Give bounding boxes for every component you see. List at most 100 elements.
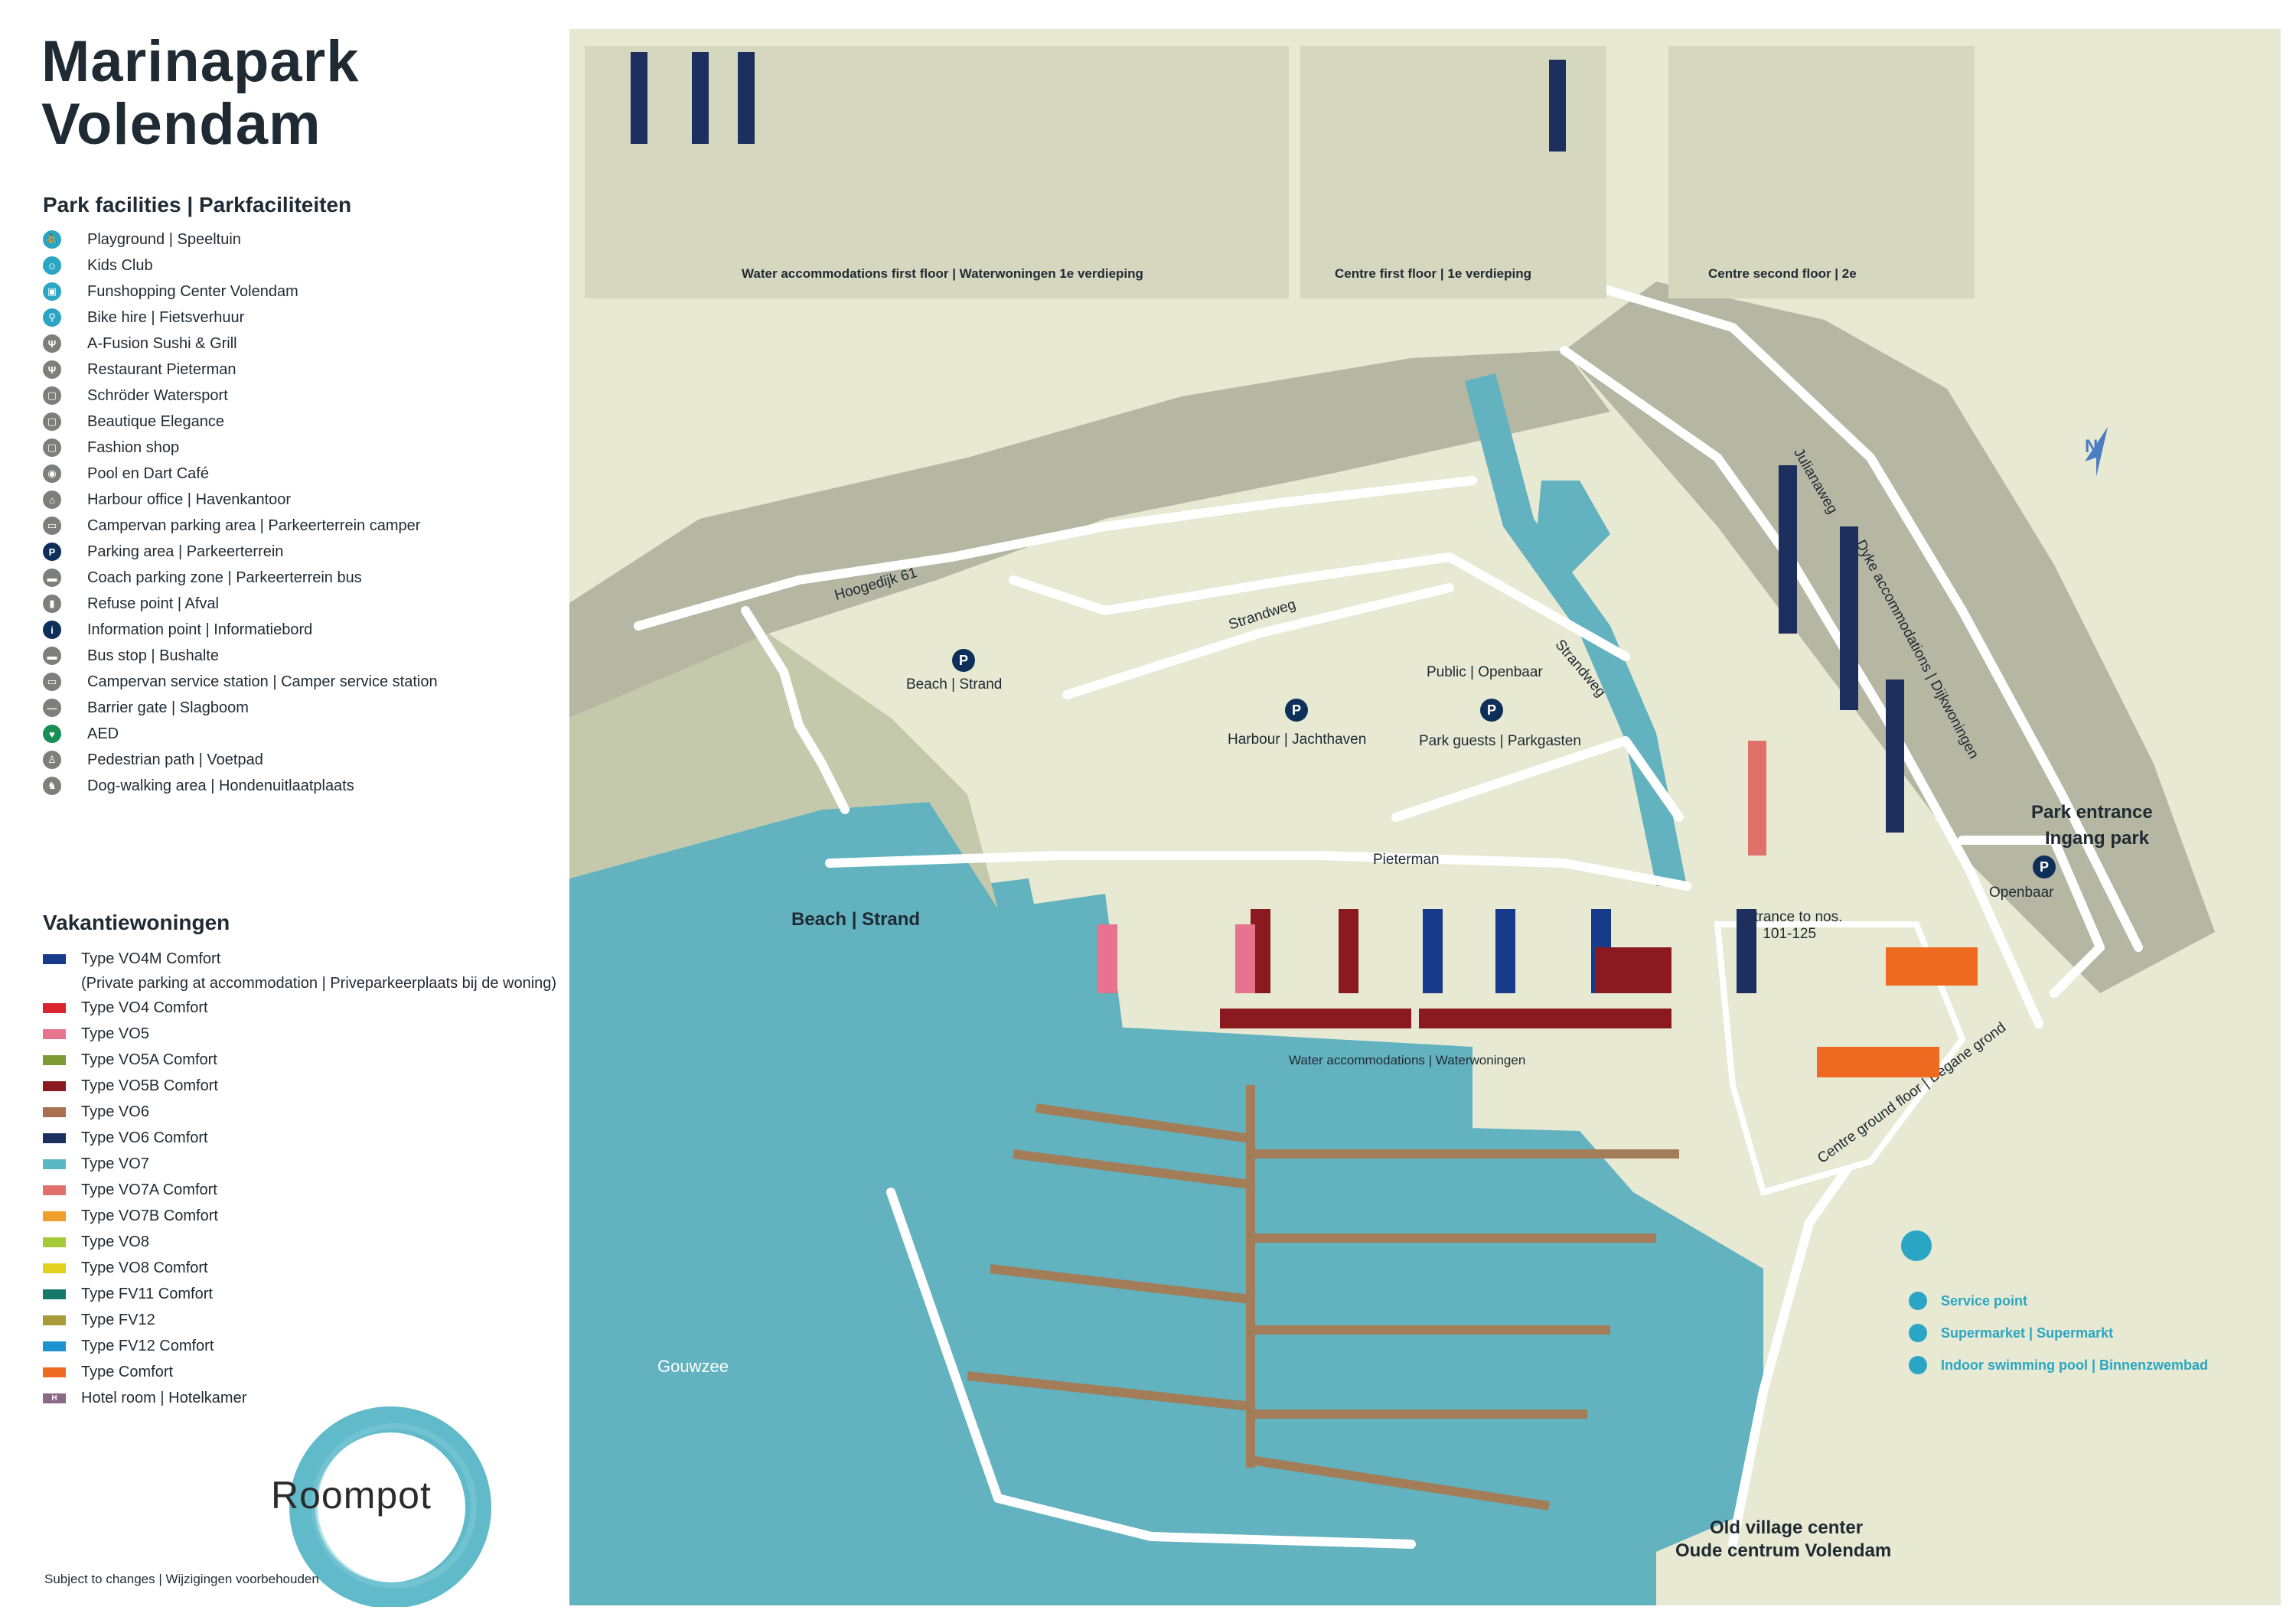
type-item: Type VO6 bbox=[43, 1099, 556, 1125]
facility-item: ▢ Beautique Elegance bbox=[43, 409, 438, 435]
facility-item: ▭Campervan service station | Camper serv… bbox=[43, 669, 438, 695]
label-public: Public | Openbaar bbox=[1427, 664, 1543, 680]
accommodation-unit bbox=[1886, 680, 1904, 833]
shop-icon: ▢ bbox=[43, 412, 61, 431]
shopping-bag-icon: ▣ bbox=[43, 282, 61, 301]
type-swatch bbox=[43, 1289, 66, 1299]
type-label: Type VO7B Comfort bbox=[81, 1207, 218, 1224]
type-label: Type VO4 Comfort bbox=[81, 999, 208, 1016]
facility-label: Coach parking zone | Parkeerterrein bus bbox=[87, 569, 362, 586]
village-pier bbox=[1656, 1483, 1825, 1605]
type-label: Type FV11 Comfort bbox=[81, 1285, 213, 1302]
accommodation-unit bbox=[1779, 465, 1797, 634]
map-canvas bbox=[569, 277, 2215, 1605]
label-beach-parking: Beach | Strand bbox=[906, 676, 1003, 693]
type-label: Type Comfort bbox=[81, 1363, 174, 1380]
label-openbaar: Openbaar bbox=[1989, 885, 2054, 901]
facility-item: ♙ Pedestrian path | Voetpad bbox=[43, 747, 438, 773]
facility-item: ▬ Coach parking zone | Parkeerterrein bus bbox=[43, 565, 438, 591]
facility-item: ♞Dog-walking area | Hondenuitlaatplaats bbox=[43, 773, 438, 799]
aed-icon: ♥ bbox=[43, 725, 61, 743]
type-label: Type VO6 bbox=[81, 1103, 149, 1120]
type-swatch bbox=[43, 953, 66, 964]
type-label: Type FV12 Comfort bbox=[81, 1337, 214, 1354]
north-indicator: N bbox=[2085, 436, 2099, 457]
canal bbox=[1465, 373, 1687, 886]
facility-label: Dog-walking area | Hondenuitlaatplaats bbox=[87, 777, 354, 794]
facility-item: ♥AED bbox=[43, 721, 438, 747]
facility-label: Pool en Dart Café bbox=[87, 464, 209, 482]
facility-label: Restaurant Pieterman bbox=[87, 360, 236, 378]
accommodation-unit bbox=[1339, 909, 1358, 993]
beach-grass bbox=[569, 634, 998, 909]
park-title: Marinapark Volendam bbox=[41, 31, 360, 156]
type-label: Type VO4M Comfort bbox=[81, 950, 221, 967]
roads bbox=[634, 277, 2143, 1549]
type-swatch bbox=[43, 1367, 66, 1377]
accommodation-unit bbox=[1423, 909, 1443, 993]
facility-label: Fashion shop bbox=[87, 438, 180, 456]
facility-label: Playground | Speeltuin bbox=[87, 230, 241, 248]
accommodation-unit bbox=[1580, 1009, 1671, 1028]
facility-label: Beautique Elegance bbox=[87, 412, 225, 430]
facility-item: ▭Campervan parking area | Parkeerterrein… bbox=[43, 513, 438, 539]
label-old-village: Old village center bbox=[1710, 1517, 1864, 1538]
type-swatch bbox=[43, 1211, 66, 1221]
label-pieterman: Pieterman bbox=[1373, 852, 1440, 868]
type-swatch bbox=[43, 1002, 66, 1013]
parking-icon: P bbox=[43, 543, 61, 561]
shop-icon: ▢ bbox=[43, 438, 61, 457]
dike-west bbox=[569, 350, 1610, 718]
type-item: Type VO5 bbox=[43, 1021, 556, 1047]
type-swatch bbox=[43, 1106, 66, 1117]
facility-label: Pedestrian path | Voetpad bbox=[87, 751, 263, 768]
type-label: Type VO5A Comfort bbox=[81, 1051, 217, 1068]
type-item: Type Comfort bbox=[43, 1359, 556, 1385]
pedestrian-icon: ♙ bbox=[43, 751, 61, 769]
shop-icon: ▢ bbox=[43, 386, 61, 405]
facility-item: ☺Kids Club bbox=[43, 253, 438, 279]
facilities-heading: Park facilities | Parkfaciliteiten bbox=[43, 193, 352, 217]
facility-label: Refuse point | Afval bbox=[87, 595, 219, 612]
service-label: Service point bbox=[1941, 1293, 2028, 1309]
type-item: Type VO7A Comfort bbox=[43, 1177, 556, 1203]
type-item: Type VO7B Comfort bbox=[43, 1203, 556, 1229]
accommodation-unit bbox=[1840, 526, 1858, 710]
label-ingang-park: Ingang park bbox=[2045, 828, 2150, 849]
type-label: Type VO5 bbox=[81, 1025, 149, 1042]
facilities-legend: ⛹Playground | Speeltuin☺Kids Club▣Funsho… bbox=[43, 227, 438, 799]
facility-label: Campervan service station | Camper servi… bbox=[87, 673, 438, 690]
service-label: Supermarket | Supermarkt bbox=[1941, 1325, 2114, 1341]
type-note: (Private parking at accommodation | Priv… bbox=[43, 972, 556, 995]
bus-parking-icon: ▬ bbox=[43, 569, 61, 587]
facility-item: ⛹Playground | Speeltuin bbox=[43, 227, 438, 253]
inset-water-first-floor bbox=[585, 46, 1289, 298]
facility-item: Ψ Restaurant Pieterman bbox=[43, 357, 438, 383]
facility-item: ▮Refuse point | Afval bbox=[43, 591, 438, 617]
type-item: Type VO5B Comfort bbox=[43, 1073, 556, 1099]
map-pin-icon bbox=[1901, 1230, 1932, 1261]
cafe-icon: ◉ bbox=[43, 464, 61, 483]
info-icon: i bbox=[43, 621, 61, 639]
type-item: Type FV12 bbox=[43, 1307, 556, 1333]
type-label: (Private parking at accommodation | Priv… bbox=[81, 974, 557, 992]
accommodation-unit bbox=[1817, 1047, 1939, 1077]
type-label: Type VO7A Comfort bbox=[81, 1181, 217, 1198]
restaurant-icon: Ψ bbox=[43, 360, 61, 379]
label-centre-first-floor: Centre first floor | 1e verdieping bbox=[1335, 266, 1531, 281]
facility-label: Harbour office | Havenkantoor bbox=[87, 490, 292, 508]
parking-icon-openbaar: P bbox=[2033, 855, 2056, 878]
park-title-line1: Marinapark bbox=[41, 29, 360, 94]
type-item: Type VO5A Comfort bbox=[43, 1047, 556, 1073]
facility-label: A-Fusion Sushi & Grill bbox=[87, 334, 237, 352]
kids-club-icon: ☺ bbox=[43, 256, 61, 275]
type-swatch bbox=[43, 1080, 66, 1091]
compass-arrow bbox=[2085, 427, 2108, 477]
type-swatch bbox=[43, 1028, 66, 1039]
campervan-icon: ▭ bbox=[43, 517, 61, 535]
swimming-pool-icon bbox=[1909, 1356, 1927, 1374]
parking-icon-harbour: P bbox=[1285, 699, 1308, 722]
